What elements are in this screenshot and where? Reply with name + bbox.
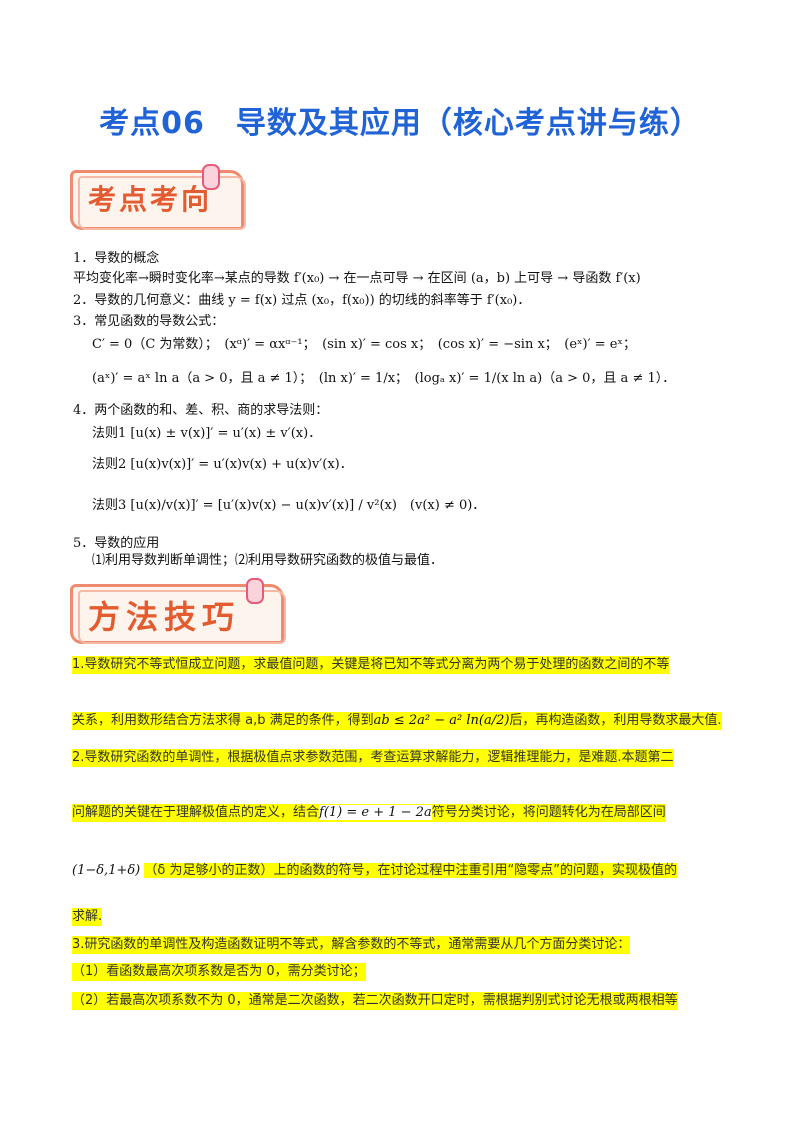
method-1-formula: ab ≤ 2a² − a² ln(a/2) [373,713,510,728]
method-2-interval-text: （δ 为足够小的正数）上的函数的符号，在讨论过程中注重引用“隐零点”的问题，实现… [144,863,677,878]
method-2-line-a: 2.导数研究函数的单调性，根据极值点求参数范围，考查运算求解能力，逻辑推理能力，… [72,749,674,767]
knowledge-line-6: (aˣ)′ = aˣ ln a（a > 0，且 a ≠ 1）； (ln x)′ … [92,371,676,386]
knowledge-line-12: ⑴利用导数判断单调性；⑵利用导数研究函数的极值与最值． [92,553,444,568]
badge-label: 考点考向 [88,183,213,216]
knowledge-line-9: 法则2 [u(x)v(x)]′ = u′(x)v(x) + u(x)v′(x)． [92,457,353,472]
method-2-interval-formula: (1−δ,1+δ) [72,863,141,878]
method-2-text-post: 符号分类讨论，将问题转化为在局部区间 [431,805,666,820]
method-2-line-d: 求解. [72,908,103,926]
knowledge-line-2: 平均变化率→瞬时变化率→某点的导数 f′(x₀) → 在一点可导 → 在区间 (… [73,271,641,286]
method-2-line-c: (1−δ,1+δ) （δ 为足够小的正数）上的函数的符号，在讨论过程中注重引用“… [72,862,677,880]
knowledge-line-8: 法则1 [u(x) ± v(x)]′ = u′(x) ± v′(x)． [92,426,322,441]
badge-card-inner [78,590,286,644]
knowledge-line-7: 4．两个函数的和、差、积、商的求导法则： [73,403,329,418]
knowledge-line-11: 5．导数的应用 [73,536,160,551]
knowledge-line-1: 1．导数的概念 [73,251,160,266]
method-2-formula: f(1) = e + 1 − 2a [319,805,432,820]
section-badge-exam-points: 考点考向 [70,164,246,230]
method-1-line-a: 1.导数研究不等式恒成立问题，求最值问题，关键是将已知不等式分离为两个易于处理的… [72,656,670,674]
badge-label: 方法技巧 [88,598,241,636]
section-badge-methods: 方法技巧 [70,578,286,644]
knowledge-line-5: C′ = 0（C 为常数）； (xᵅ)′ = αxᵅ⁻¹； (sin x)′ =… [92,337,636,352]
method-3-line-c: （2）若最高次项系数不为 0，通常是二次函数，若二次函数开口定时，需根据判别式讨… [72,992,678,1010]
method-2-text-pre: 问解题的关键在于理解极值点的定义，结合 [72,805,320,820]
knowledge-line-3: 2．导数的几何意义：曲线 y = f(x) 过点 (x₀，f(x₀)) 的切线的… [73,293,531,308]
method-3-line-a: 3.研究函数的单调性及构造函数证明不等式，解含参数的不等式，通常需要从几个方面分… [72,936,631,954]
method-1-text-pre: 关系，利用数形结合方法求得 a,b 满足的条件，得到 [72,713,374,728]
paper-clip-icon [202,164,220,190]
method-2-line-b: 问解题的关键在于理解极值点的定义，结合f(1) = e + 1 − 2a符号分类… [72,804,666,822]
method-1-text-post: 后，再构造函数，利用导数求最大值. [509,713,722,728]
method-1-line-b: 关系，利用数形结合方法求得 a,b 满足的条件，得到ab ≤ 2a² − a² … [72,712,722,730]
knowledge-line-10: 法则3 [u(x)/v(x)]′ = [u′(x)v(x) − u(x)v′(x… [92,498,486,513]
page-title: 考点06 导数及其应用（核心考点讲与练） [99,106,701,141]
method-3-line-b: （1）看函数最高次项系数是否为 0，需分类讨论； [72,963,366,981]
badge-card-inner [78,176,246,230]
paper-clip-icon [246,578,264,604]
knowledge-line-4: 3．常见函数的导数公式： [73,314,225,329]
